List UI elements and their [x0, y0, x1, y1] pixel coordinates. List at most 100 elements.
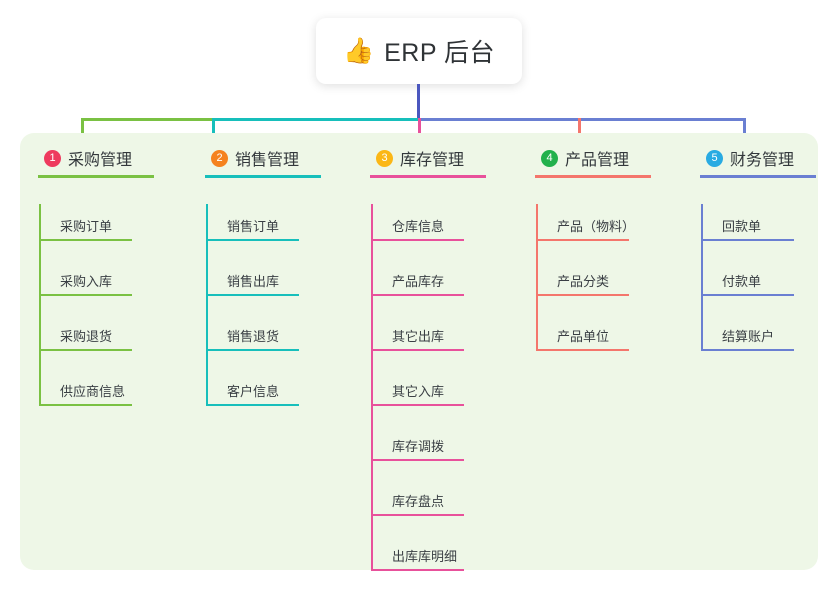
- leaf-item[interactable]: 销售订单: [205, 204, 315, 241]
- leaf-item-rule: [39, 239, 132, 241]
- leaf-item-rule: [536, 349, 629, 351]
- column-header-2[interactable]: 2 销售管理: [205, 145, 321, 178]
- column-header-3[interactable]: 3 库存管理: [370, 145, 486, 178]
- leaf-item-label: 结算账户: [722, 329, 775, 344]
- leaf-item-label: 库存调拨: [392, 439, 445, 454]
- leaf-item[interactable]: 供应商信息: [38, 369, 148, 406]
- root-node[interactable]: 👍 ERP 后台: [316, 18, 522, 84]
- leaf-item-rule: [371, 294, 464, 296]
- leaf-item-label: 付款单: [722, 274, 762, 289]
- leaf-item[interactable]: 其它入库: [370, 369, 480, 406]
- leaf-item-label: 采购订单: [60, 219, 113, 234]
- leaf-spine: [206, 204, 208, 406]
- column-header-5[interactable]: 5 财务管理: [700, 145, 816, 178]
- leaf-item-label: 销售退货: [227, 329, 280, 344]
- leaf-item-label: 采购入库: [60, 274, 113, 289]
- leaf-item-label: 产品库存: [392, 274, 445, 289]
- leaf-item[interactable]: 产品库存: [370, 259, 480, 296]
- column-header-rule: [700, 175, 816, 178]
- leaf-item[interactable]: 付款单: [700, 259, 810, 296]
- column-header-4[interactable]: 4 产品管理: [535, 145, 651, 178]
- leaf-spine: [371, 204, 373, 571]
- column-4: 4 产品管理产品（物料） 产品分类产品单位: [535, 145, 651, 369]
- leaf-item-rule: [371, 459, 464, 461]
- leaf-item-label: 其它入库: [392, 384, 445, 399]
- drop-finance: [743, 118, 746, 147]
- column-badge-2: 2: [211, 149, 228, 167]
- leaf-item-rule: [206, 349, 299, 351]
- leaf-item-label: 客户信息: [227, 384, 280, 399]
- leaf-item-rule: [701, 294, 794, 296]
- leaf-item-rule: [39, 294, 132, 296]
- thumbs-up-icon: 👍: [342, 36, 375, 65]
- column-badge-3: 3: [376, 149, 393, 167]
- column-header-rule: [370, 175, 486, 178]
- leaf-item-rule: [39, 404, 132, 406]
- leaf-spine: [39, 204, 41, 406]
- leaf-item-rule: [206, 404, 299, 406]
- column-2: 2 销售管理销售订单销售出库销售退货客户信息: [205, 145, 321, 424]
- leaf-item-label: 产品分类: [557, 274, 610, 289]
- leaf-item[interactable]: 库存调拨: [370, 424, 480, 461]
- leaf-item[interactable]: 产品单位: [535, 314, 645, 351]
- leaf-item-rule: [39, 349, 132, 351]
- column-title-5: 财务管理: [730, 152, 795, 169]
- leaf-item-label: 库存盘点: [392, 494, 445, 509]
- leaf-item-rule: [701, 239, 794, 241]
- leaf-item[interactable]: 产品（物料）: [535, 204, 645, 241]
- leaf-item[interactable]: 采购订单: [38, 204, 148, 241]
- column-5: 5 财务管理回款单付款单结算账户: [700, 145, 816, 369]
- leaf-item[interactable]: 产品分类: [535, 259, 645, 296]
- leaf-item-rule: [371, 349, 464, 351]
- leaf-item[interactable]: 采购入库: [38, 259, 148, 296]
- leaf-item-rule: [371, 404, 464, 406]
- leaf-list: 产品（物料）产品分类产品单位: [535, 204, 635, 369]
- drop-inventory: [418, 118, 421, 147]
- leaf-item[interactable]: 出库库明细: [370, 534, 480, 571]
- drop-sales: [212, 118, 215, 147]
- column-badge-1: 1: [44, 149, 61, 167]
- leaf-item-label: 仓库信息: [392, 219, 445, 234]
- leaf-item[interactable]: 销售退货: [205, 314, 315, 351]
- leaf-item[interactable]: 采购退货: [38, 314, 148, 351]
- column-header-rule: [205, 175, 321, 178]
- column-title-2: 销售管理: [235, 152, 300, 169]
- leaf-list: 销售订单销售出库销售退货客户信息: [205, 204, 299, 424]
- leaf-item[interactable]: 仓库信息: [370, 204, 480, 241]
- column-badge-5: 5: [706, 149, 723, 167]
- leaf-item-label: 销售订单: [227, 219, 280, 234]
- leaf-item[interactable]: 回款单: [700, 204, 810, 241]
- drop-product: [578, 118, 581, 147]
- leaf-item-rule: [701, 349, 794, 351]
- leaf-item[interactable]: 库存盘点: [370, 479, 480, 516]
- leaf-item-rule: [206, 294, 299, 296]
- leaf-item-rule: [206, 239, 299, 241]
- leaf-item-label: 销售出库: [227, 274, 280, 289]
- leaf-item-rule: [371, 239, 464, 241]
- leaf-item-label: 回款单: [722, 219, 762, 234]
- leaf-list: 回款单付款单结算账户: [700, 204, 794, 369]
- bus-segment-teal: [212, 118, 418, 121]
- leaf-item[interactable]: 销售出库: [205, 259, 315, 296]
- leaf-item[interactable]: 结算账户: [700, 314, 810, 351]
- column-title-3: 库存管理: [400, 152, 465, 169]
- column-title-4: 产品管理: [565, 152, 630, 169]
- leaf-list: 采购订单采购入库采购退货供应商信息: [38, 204, 132, 424]
- leaf-item-rule: [536, 239, 629, 241]
- leaf-spine: [536, 204, 538, 351]
- column-header-rule: [535, 175, 651, 178]
- leaf-item[interactable]: 其它出库: [370, 314, 480, 351]
- column-badge-4: 4: [541, 149, 558, 167]
- leaf-item-label: 其它出库: [392, 329, 445, 344]
- leaf-item-label: 产品（物料）: [557, 219, 636, 234]
- leaf-spine: [701, 204, 703, 351]
- branches-panel: [20, 133, 818, 570]
- leaf-item[interactable]: 客户信息: [205, 369, 315, 406]
- leaf-item-label: 出库库明细: [392, 549, 458, 564]
- leaf-item-rule: [536, 294, 629, 296]
- root-drop-line: [417, 84, 420, 120]
- column-header-rule: [38, 175, 154, 178]
